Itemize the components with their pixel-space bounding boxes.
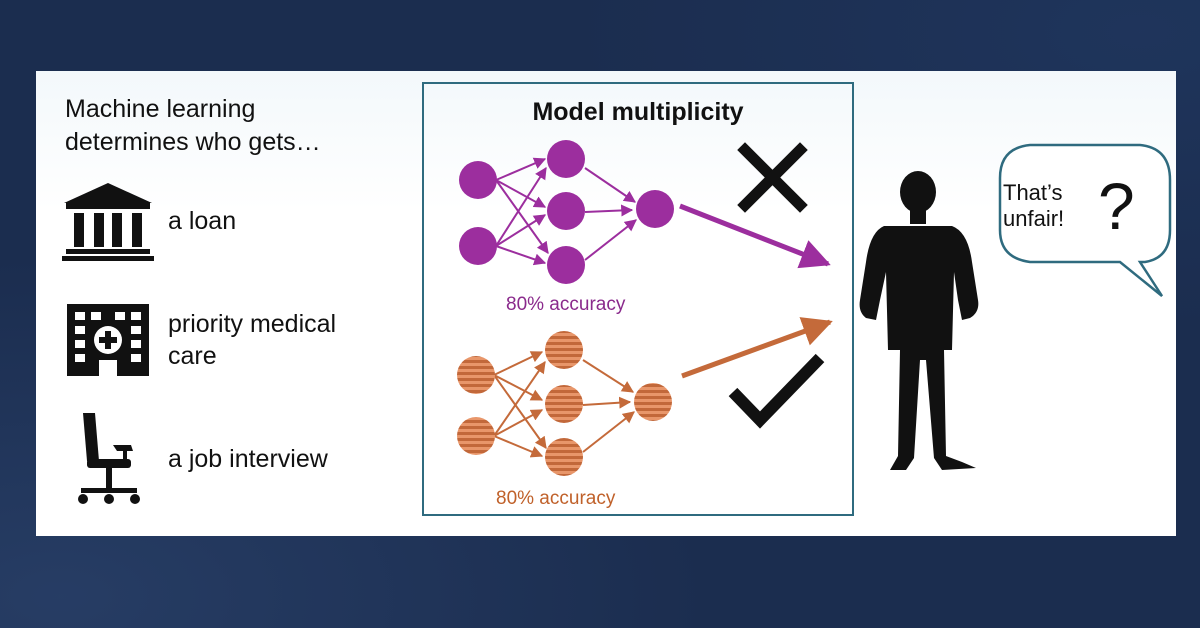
bottom-output-arrow bbox=[681, 317, 833, 379]
person-silhouette-icon bbox=[859, 171, 979, 470]
hospital-icon bbox=[58, 300, 158, 380]
model-multiplicity-title: Model multiplicity bbox=[532, 98, 744, 126]
top-node bbox=[459, 161, 497, 199]
speech-line1: That’s bbox=[1003, 180, 1063, 205]
x-mark-icon bbox=[737, 142, 808, 213]
question-mark: ? bbox=[1098, 169, 1135, 243]
top-node bbox=[547, 246, 585, 284]
item-label-job: a job interview bbox=[168, 445, 328, 473]
bottom-node bbox=[545, 385, 583, 423]
item-label-loan: a loan bbox=[168, 207, 237, 235]
bottom-network-nodes bbox=[457, 331, 672, 476]
bottom-node bbox=[545, 438, 583, 476]
top-node bbox=[547, 192, 585, 230]
left-title-line2: determines who gets… bbox=[65, 128, 321, 156]
left-title: Machine learning determines who gets… bbox=[65, 93, 405, 159]
speech-bubble-text: That’s unfair! bbox=[1003, 180, 1064, 232]
top-node bbox=[636, 190, 674, 228]
checkmark-icon bbox=[728, 353, 825, 429]
bottom-node bbox=[634, 383, 672, 421]
list-item-loan: a loan bbox=[58, 181, 378, 261]
speech-line2: unfair! bbox=[1003, 206, 1065, 231]
bottom-node bbox=[545, 331, 583, 369]
bottom-node bbox=[457, 417, 495, 455]
list-item-medical: priority medical care bbox=[58, 300, 378, 380]
speech-bubble bbox=[998, 143, 1172, 297]
top-output-arrow bbox=[679, 203, 831, 269]
model-multiplicity-box: Model multiplicity 80% accuracy 80% accu… bbox=[422, 82, 854, 516]
top-node bbox=[547, 140, 585, 178]
top-model-accuracy: 80% accuracy bbox=[506, 294, 626, 315]
content-panel: Machine learning determines who gets… a … bbox=[36, 71, 1176, 536]
bottom-node bbox=[457, 356, 495, 394]
bottom-model-accuracy: 80% accuracy bbox=[496, 488, 616, 509]
top-node bbox=[459, 227, 497, 265]
office-chair-icon bbox=[58, 411, 158, 507]
item-label-medical: priority medical care bbox=[168, 310, 337, 370]
bottom-network bbox=[493, 351, 635, 458]
list-item-job: a job interview bbox=[58, 411, 378, 507]
panel-tint bbox=[36, 71, 1176, 536]
top-network bbox=[495, 157, 637, 266]
bank-icon bbox=[58, 181, 158, 261]
top-network-nodes bbox=[459, 140, 674, 284]
left-title-line1: Machine learning bbox=[65, 95, 256, 123]
